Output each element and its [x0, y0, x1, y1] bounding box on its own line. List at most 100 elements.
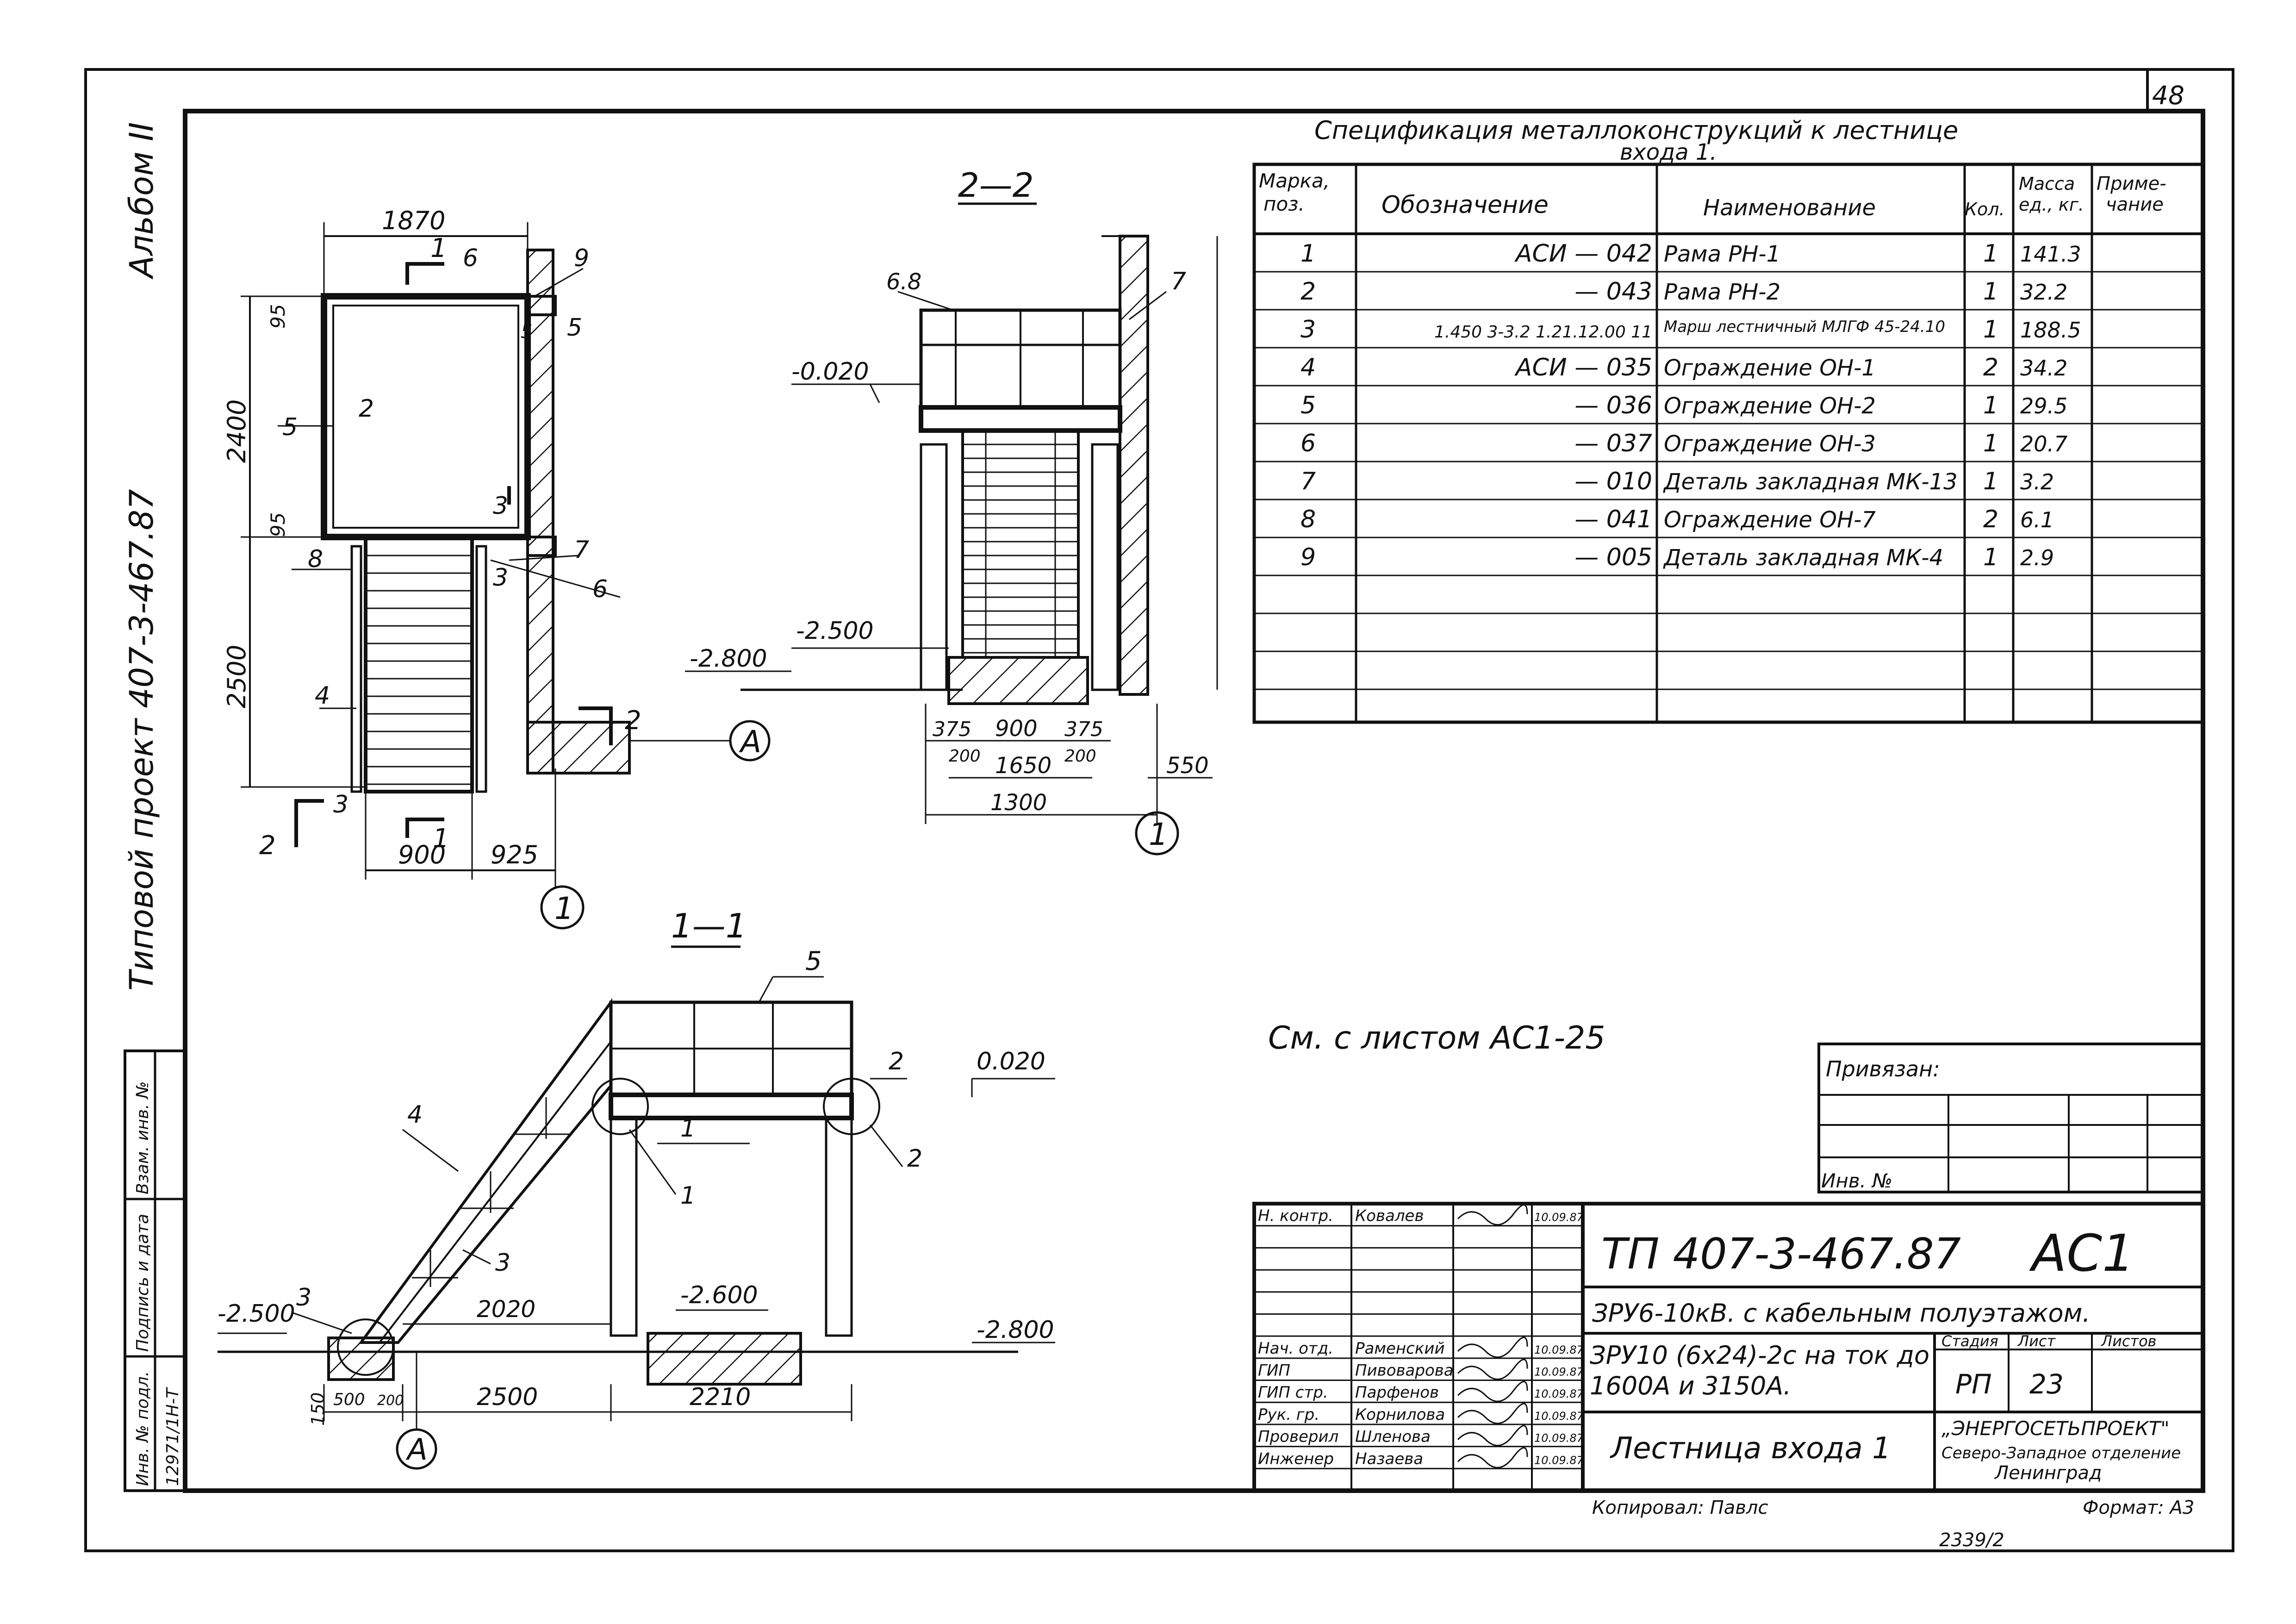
- plan-lbl-3b: 3: [493, 564, 508, 592]
- plan-lbl-5c: 5: [282, 413, 298, 441]
- plan-lbl-6a: 6: [463, 244, 478, 272]
- stamp-col3: Взам. инв. №: [133, 1081, 152, 1194]
- spec-name: Ограждение ОН-3: [1664, 431, 1876, 457]
- sec22-lbl-68: 6.8: [886, 269, 921, 295]
- section-2-2: 2—2 -0.020 -2.500 -2.800 6.8 7: [685, 166, 1218, 856]
- sec11-dim-150: 150: [308, 1392, 328, 1426]
- role-date: 10.09.87: [1534, 1343, 1584, 1356]
- sec11-dim-200: 200: [377, 1393, 404, 1409]
- role-date: 10.09.87: [1534, 1410, 1584, 1423]
- spec-code: — 005: [1574, 543, 1652, 571]
- plan-lbl-5b: 5: [521, 321, 532, 343]
- hdr-pos-1: Марка,: [1259, 169, 1330, 192]
- spec-name: Ограждение ОН-7: [1664, 507, 1876, 533]
- side-album: Альбом II: [123, 122, 161, 280]
- tb-sheets-label: Листов: [2101, 1332, 2157, 1350]
- spec-table: Спецификация металлоконструкций к лестни…: [1252, 116, 2205, 724]
- plan-lbl-2: 2: [359, 395, 374, 423]
- spec-qty: 1: [1983, 316, 1998, 344]
- spec-pos: 8: [1300, 506, 1316, 533]
- spec-qty: 1: [1983, 392, 1998, 419]
- hdr-note-1: Приме-: [2097, 173, 2166, 194]
- sec11-lbl-3b: 3: [296, 1284, 311, 1312]
- role-title: Н. контр.: [1258, 1207, 1333, 1225]
- role-name: Ковалев: [1355, 1207, 1424, 1225]
- plan-dim-95b: 95: [267, 512, 289, 537]
- spec-code: — 010: [1574, 468, 1652, 495]
- sec22-dim-1650: 1650: [995, 753, 1052, 779]
- spec-code: — 037: [1574, 430, 1652, 457]
- sec22-dim-900: 900: [995, 716, 1038, 742]
- sec11-title: 1—1: [671, 906, 747, 945]
- signature-mark: [1457, 1380, 1528, 1402]
- spec-name: Рама РН-1: [1664, 241, 1780, 267]
- tb-stage: РП: [1955, 1368, 1992, 1400]
- plan-lbl-2a: 2: [625, 706, 641, 736]
- hdr-name: Наименование: [1703, 195, 1876, 221]
- sec11-lvl-0020: 0.020: [977, 1048, 1045, 1075]
- binding-label: Привязан:: [1826, 1056, 1940, 1081]
- sec11-lbl-1b: 1: [680, 1182, 696, 1210]
- plan-lbl-3c: 3: [333, 791, 348, 818]
- role-name: Пивоварова: [1355, 1362, 1454, 1380]
- plan-lbl-2b: 2: [259, 831, 276, 861]
- plan-dim-1870: 1870: [382, 206, 445, 235]
- spec-mass: 20.7: [2020, 431, 2067, 456]
- hdr-code: Обозначение: [1381, 191, 1549, 219]
- sec11-dim-2210: 2210: [690, 1383, 751, 1411]
- spec-name: Ограждение ОН-2: [1664, 393, 1876, 419]
- spec-mass: 6.1: [2020, 507, 2054, 532]
- tb-sheet: 23: [2029, 1368, 2064, 1400]
- plan-lbl-1a: 1: [430, 233, 447, 263]
- hdr-mass-1: Масса: [2019, 174, 2075, 194]
- tb-stage-label: Стадия: [1941, 1332, 1998, 1350]
- stamp-col1: Инв. № подл.: [133, 1371, 152, 1486]
- spec-pos: 6: [1300, 430, 1316, 457]
- sec22-dim-200a: 200: [949, 747, 981, 766]
- sec22-lbl-7: 7: [1171, 268, 1186, 295]
- spec-code: АСИ — 035: [1514, 354, 1652, 381]
- sec11-axis-a: А: [405, 1433, 428, 1467]
- spec-name: Деталь закладная МК-13: [1663, 469, 1958, 495]
- plan-lbl-6b: 6: [592, 575, 608, 603]
- signature-mark: [1457, 1403, 1528, 1424]
- spec-name: Деталь закладная МК-4: [1663, 545, 1943, 571]
- spec-qty: 1: [1983, 240, 1998, 268]
- sec22-lvl-0020: -0.020: [791, 358, 869, 386]
- sec11-lbl-2a: 2: [889, 1048, 904, 1075]
- sec11-lbl-5: 5: [805, 946, 822, 976]
- spec-pos: 9: [1300, 543, 1316, 571]
- role-date: 10.09.87: [1534, 1454, 1584, 1467]
- spec-name: Марш лестничный МЛГФ 45-24.10: [1664, 318, 1945, 336]
- spec-title-2: входа 1.: [1620, 139, 1717, 165]
- plan-axis-a: А: [739, 724, 761, 760]
- bottom-number: 2339/2: [1939, 1530, 2004, 1551]
- signature-mark: [1457, 1359, 1528, 1380]
- role-title: ГИП стр.: [1258, 1383, 1328, 1402]
- spec-qty: 2: [1983, 354, 1998, 381]
- role-name: Назаева: [1355, 1449, 1423, 1468]
- plan-lbl-3a: 3: [493, 492, 508, 520]
- plan-lbl-5a: 5: [567, 314, 582, 342]
- role-date: 10.09.87: [1534, 1432, 1584, 1445]
- plan-dim-2500: 2500: [222, 645, 251, 708]
- sec22-dim-200b: 200: [1064, 747, 1096, 766]
- role-title: Инженер: [1258, 1449, 1334, 1468]
- sec11-lvl-2500: -2.500: [218, 1300, 295, 1328]
- role-date: 10.09.87: [1534, 1366, 1584, 1379]
- plan-lbl-8: 8: [308, 545, 323, 573]
- spec-code: — 043: [1574, 278, 1652, 306]
- sec11-lbl-2b: 2: [907, 1145, 922, 1173]
- sec22-dim-375b: 375: [1064, 718, 1103, 741]
- inner-frame: [183, 109, 2205, 1493]
- section-1-1: 1—1 0.020 -2.500 -: [218, 906, 1055, 1470]
- hdr-mass-2: ед., кг.: [2019, 194, 2084, 215]
